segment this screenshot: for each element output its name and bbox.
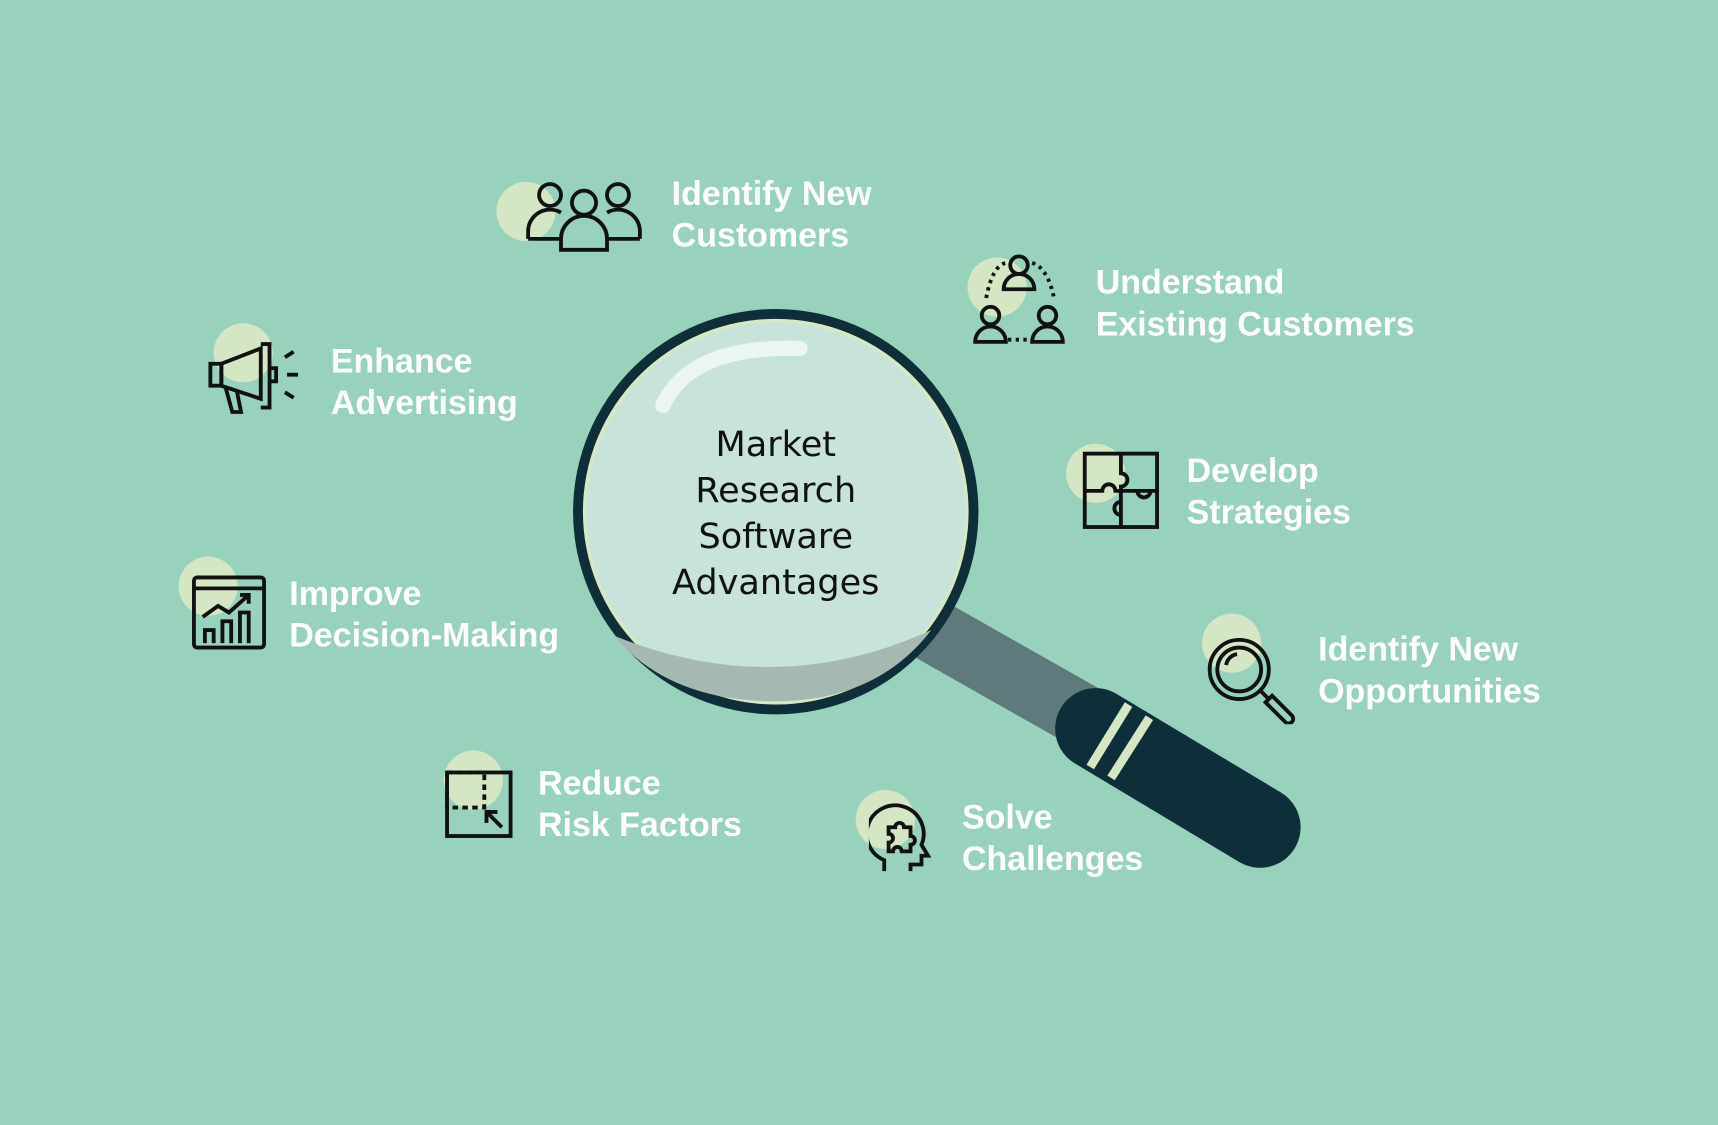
magnifier-icon bbox=[1207, 637, 1296, 725]
item-label-line: Understand bbox=[1095, 262, 1285, 302]
head-puzzle-icon bbox=[868, 803, 932, 872]
people-group-icon bbox=[526, 182, 642, 252]
lens bbox=[586, 322, 966, 702]
item-improve-decision-making: Improve Decision-Making bbox=[289, 573, 559, 656]
item-label-line: Solve bbox=[962, 797, 1053, 837]
item-label-line: Identify New bbox=[671, 174, 872, 213]
central-title: Market Research Software Advantages bbox=[611, 421, 940, 605]
chart-window-icon bbox=[192, 575, 266, 650]
item-label-line: Improve bbox=[289, 574, 422, 613]
title-line: Advantages bbox=[672, 560, 880, 603]
puzzle-icon bbox=[1082, 451, 1159, 529]
item-identify-new-customers: Identify New Customers bbox=[672, 173, 872, 256]
item-label-line: Challenges bbox=[962, 839, 1144, 878]
title-line: Software bbox=[698, 514, 854, 557]
connected-users-icon bbox=[973, 254, 1065, 344]
item-label-line: Existing Customers bbox=[1095, 304, 1415, 343]
item-label-line: Reduce bbox=[537, 763, 661, 803]
item-solve-challenges: Solve Challenges bbox=[962, 797, 1143, 880]
item-develop-strategies: Develop Strategies bbox=[1187, 450, 1351, 533]
item-reduce-risk-factors: Reduce Risk Factors bbox=[538, 763, 742, 846]
item-enhance-advertising: Enhance Advertising bbox=[331, 341, 518, 424]
megaphone-icon bbox=[208, 342, 299, 414]
item-label-line: Enhance bbox=[330, 341, 473, 381]
title-line: Research bbox=[695, 468, 857, 511]
item-label-line: Strategies bbox=[1186, 493, 1351, 532]
item-label-line: Identify New bbox=[1318, 630, 1519, 669]
item-label-line: Customers bbox=[671, 215, 850, 255]
item-identify-new-opportunities: Identify New Opportunities bbox=[1318, 629, 1541, 712]
item-label-line: Decision-Making bbox=[289, 615, 560, 655]
item-understand-existing-customers: Understand Existing Customers bbox=[1096, 262, 1415, 345]
resize-box-icon bbox=[445, 770, 513, 838]
title-line: Market bbox=[715, 422, 837, 465]
item-label-line: Risk Factors bbox=[537, 805, 742, 844]
item-label-line: Opportunities bbox=[1318, 671, 1541, 711]
handle-grip bbox=[1055, 688, 1301, 868]
item-label-line: Develop bbox=[1186, 451, 1319, 490]
item-label-line: Advertising bbox=[330, 383, 518, 422]
